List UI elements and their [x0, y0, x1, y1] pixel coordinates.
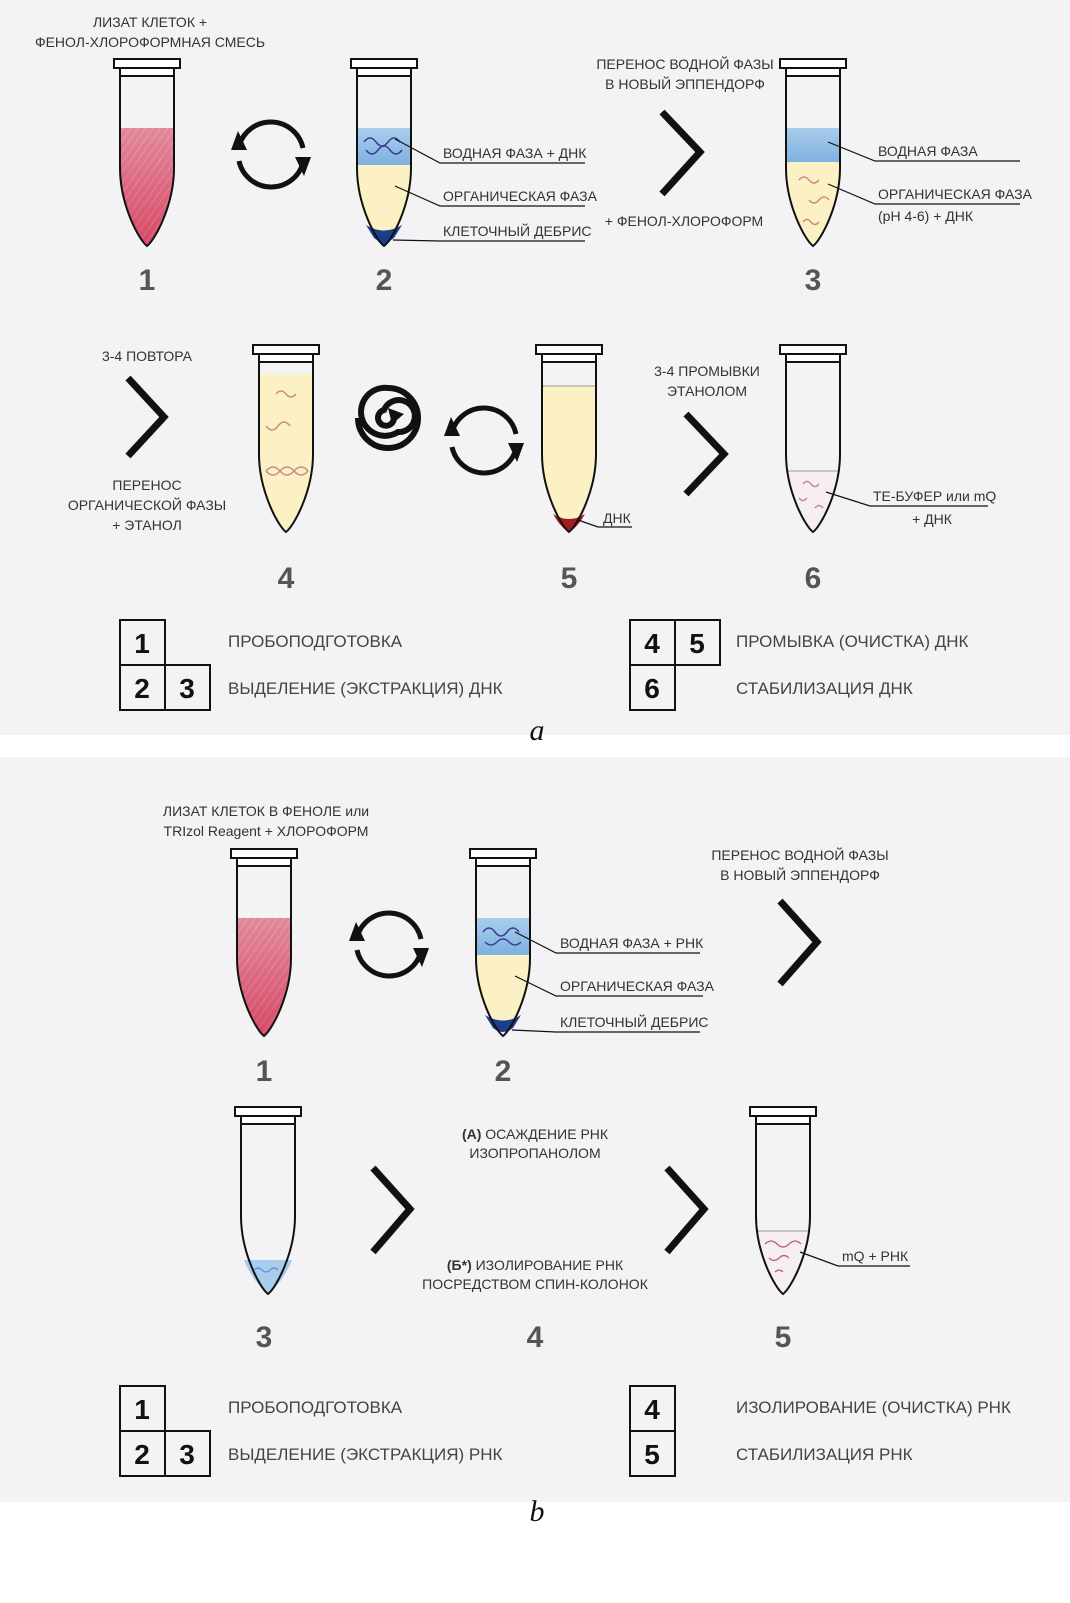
b-legend-text-2: ВЫДЕЛЕНИЕ (ЭКСТРАКЦИЯ) РНК	[228, 1445, 502, 1464]
panel-a	[0, 0, 1070, 735]
a-step6-buffer-label: ТЕ-БУФЕР или mQ	[873, 488, 996, 504]
b-step1-label-line2: TRIzol Reagent + ХЛОРОФОРМ	[164, 823, 369, 839]
a-step1-label-line1: ЛИЗАТ КЛЕТОК +	[93, 14, 207, 30]
a-step1-label-line2: ФЕНОЛ-ХЛОРОФОРМНАЯ СМЕСЬ	[35, 34, 265, 50]
a-organic-transfer-line1: ПЕРЕНОС	[112, 477, 181, 493]
a-step3-ph-label: (pH 4-6) + ДНК	[878, 208, 974, 224]
a-step-number-5: 5	[561, 562, 578, 595]
b-option-a-text: ОСАЖДЕНИЕ РНК	[481, 1126, 609, 1142]
a-legend-text-3: ПРОМЫВКА (ОЧИСТКА) ДНК	[736, 632, 968, 651]
a-chevron-3	[683, 411, 729, 497]
b-step-number-2: 2	[495, 1055, 512, 1088]
a-step-number-1: 1	[139, 264, 156, 297]
b-legend-box-3: 3	[179, 1439, 195, 1470]
a-organic-transfer-line2: ОРГАНИЧЕСКОЙ ФАЗЫ	[68, 496, 226, 513]
a-tube-1	[113, 58, 181, 248]
b-legend-text-3: ИЗОЛИРОВАНИЕ (ОЧИСТКА) РНК	[736, 1398, 1011, 1417]
b-step2-debris-label: КЛЕТОЧНЫЙ ДЕБРИС	[560, 1013, 709, 1030]
panel-b	[0, 757, 1070, 1502]
b-step2-aqueous-label: ВОДНАЯ ФАЗА + РНК	[560, 935, 704, 951]
b-option-b-line1: (Б*) ИЗОЛИРОВАНИЕ РНК	[447, 1257, 624, 1273]
a-legend	[119, 619, 721, 711]
a-step-number-2: 2	[376, 264, 393, 297]
b-step5-label: mQ + РНК	[842, 1248, 909, 1264]
b-step-number-4: 4	[527, 1321, 544, 1354]
a-step3-organic-label: ОРГАНИЧЕСКАЯ ФАЗА	[878, 186, 1033, 202]
a-step2-organic-label: ОРГАНИЧЕСКАЯ ФАЗА	[443, 188, 598, 204]
a-tube-4	[252, 344, 320, 534]
a-tube-2	[350, 58, 418, 248]
a-legend-box-6: 6	[644, 673, 660, 704]
b-centrifuge-icon	[349, 910, 429, 979]
b-step1-label-line1: ЛИЗАТ КЛЕТОК В ФЕНОЛЕ или	[163, 803, 369, 819]
a-transfer-label-line2: В НОВЫЙ ЭППЕНДОРФ	[605, 75, 765, 92]
a-step5-dna-label: ДНК	[603, 510, 632, 526]
b-transfer-label-line2: В НОВЫЙ ЭППЕНДОРФ	[720, 866, 880, 883]
a-legend-box-2: 2	[134, 673, 150, 704]
b-legend-box-1: 1	[134, 1394, 150, 1425]
a-centrifuge-icon-1	[231, 119, 311, 190]
b-tube-2	[469, 848, 537, 1038]
b-step-number-3: 3	[256, 1321, 273, 1354]
b-tube-3	[234, 1106, 302, 1296]
a-wash-label-line2: ЭТАНОЛОМ	[667, 383, 747, 399]
b-option-a-line2: ИЗОПРОПАНОЛОМ	[469, 1145, 600, 1161]
a-panel-letter: a	[530, 714, 545, 747]
b-chevron-1	[777, 898, 822, 987]
b-panel-letter: b	[530, 1495, 545, 1528]
a-tube-6	[779, 344, 847, 534]
a-phenol-label: + ФЕНОЛ-ХЛОРОФОРМ	[605, 213, 763, 229]
b-transfer-label-line1: ПЕРЕНОС ВОДНОЙ ФАЗЫ	[711, 846, 888, 863]
b-legend-text-4: СТАБИЛИЗАЦИЯ РНК	[736, 1445, 913, 1464]
b-option-b-text: ИЗОЛИРОВАНИЕ РНК	[472, 1257, 624, 1273]
a-step3-aqueous-label: ВОДНАЯ ФАЗА	[878, 143, 978, 159]
b-option-a-line1: (А) ОСАЖДЕНИЕ РНК	[462, 1126, 609, 1142]
b-legend-text-1: ПРОБОПОДГОТОВКА	[228, 1398, 403, 1417]
b-legend-box-5: 5	[644, 1439, 660, 1470]
a-vortex-icon	[355, 384, 421, 451]
a-tube-5	[535, 344, 603, 534]
a-step6-dna-label: + ДНК	[912, 511, 953, 527]
b-legend-box-4: 4	[644, 1394, 660, 1425]
b-tube-1	[230, 848, 298, 1038]
a-centrifuge-icon-2	[444, 405, 524, 476]
b-chevron-2	[370, 1165, 415, 1255]
a-step2-debris-label: КЛЕТОЧНЫЙ ДЕБРИС	[443, 222, 592, 239]
b-legend	[119, 1385, 676, 1477]
a-chevron-1	[659, 109, 705, 197]
a-legend-box-1: 1	[134, 628, 150, 659]
a-legend-box-5: 5	[689, 628, 705, 659]
a-organic-transfer-line3: + ЭТАНОЛ	[112, 517, 182, 533]
a-step-number-4: 4	[278, 562, 295, 595]
b-tube-5	[749, 1106, 817, 1296]
a-step-number-3: 3	[805, 264, 822, 297]
b-step-number-1: 1	[256, 1055, 273, 1088]
a-transfer-label-line1: ПЕРЕНОС ВОДНОЙ ФАЗЫ	[596, 55, 773, 72]
a-legend-box-4: 4	[644, 628, 660, 659]
a-repeat-label: 3-4 ПОВТОРА	[102, 348, 193, 364]
a-legend-text-1: ПРОБОПОДГОТОВКА	[228, 632, 403, 651]
b-legend-box-2: 2	[134, 1439, 150, 1470]
b-step-number-5: 5	[775, 1321, 792, 1354]
b-chevron-3	[664, 1165, 709, 1255]
a-tube-3	[779, 58, 847, 248]
a-step2-aqueous-label: ВОДНАЯ ФАЗА + ДНК	[443, 145, 587, 161]
b-option-b-line2: ПОСРЕДСТВОМ СПИН-КОЛОНОК	[422, 1276, 649, 1292]
b-option-a-prefix: (А)	[462, 1126, 481, 1142]
a-step-number-6: 6	[805, 562, 822, 595]
a-chevron-2	[125, 375, 169, 459]
a-wash-label-line1: 3-4 ПРОМЫВКИ	[654, 363, 760, 379]
a-legend-box-3: 3	[179, 673, 195, 704]
b-step2-organic-label: ОРГАНИЧЕСКАЯ ФАЗА	[560, 978, 715, 994]
a-legend-text-2: ВЫДЕЛЕНИЕ (ЭКСТРАКЦИЯ) ДНК	[228, 679, 503, 698]
a-legend-text-4: СТАБИЛИЗАЦИЯ ДНК	[736, 679, 913, 698]
b-option-b-prefix: (Б*)	[447, 1257, 472, 1273]
